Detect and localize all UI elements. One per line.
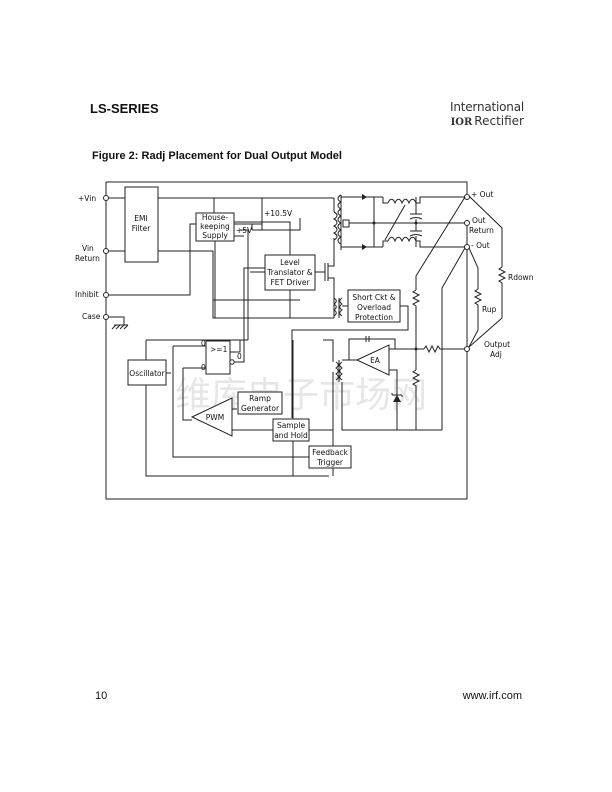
page-number: 10 <box>95 690 108 702</box>
gate-output-level: 0 <box>237 352 242 361</box>
svg-text:Filter: Filter <box>132 224 151 233</box>
logo-rectifier: Rectifier <box>474 114 524 128</box>
svg-text:Rup: Rup <box>482 305 497 314</box>
svg-text:Generator: Generator <box>241 404 280 413</box>
pin-case: Case <box>82 312 129 330</box>
fet-transistor <box>324 238 335 300</box>
svg-text:Rdown: Rdown <box>508 273 534 282</box>
zener-diode <box>391 393 403 402</box>
svg-text:+ Out: + Out <box>471 190 493 199</box>
svg-text:Overload: Overload <box>357 303 391 312</box>
svg-text:Out: Out <box>472 216 486 225</box>
gate-input1-level: 0 <box>201 339 206 348</box>
logo-line1: International <box>450 100 524 114</box>
svg-text:Protection: Protection <box>355 313 393 322</box>
inductor-top <box>387 196 467 205</box>
resistor-rdown: Rdown <box>468 195 534 348</box>
main-transformer <box>332 194 350 250</box>
feedback-capacitor <box>365 336 370 342</box>
pin-plus-out: + Out <box>464 190 493 200</box>
rectifier-section <box>341 194 467 250</box>
sample-and-hold-block: Sample and Hold <box>272 418 310 442</box>
outer-frame <box>105 181 468 500</box>
svg-text:Feedback: Feedback <box>312 448 348 457</box>
svg-text:Oscillator: Oscillator <box>129 369 165 378</box>
svg-text:Trigger: Trigger <box>316 458 344 467</box>
output-capacitors <box>409 197 423 247</box>
svg-text:Translator &: Translator & <box>266 268 312 277</box>
svg-text:House-: House- <box>202 213 229 222</box>
pin-minus-out: - Out <box>464 241 490 250</box>
svg-text:EMI: EMI <box>134 214 147 223</box>
sense-resistor <box>411 289 421 312</box>
logo-mark: IOR <box>450 117 473 128</box>
pin-vin-label: Vin <box>82 244 94 253</box>
svg-text:FET Driver: FET Driver <box>270 278 310 287</box>
oscillator-block: Oscillator <box>127 359 167 386</box>
website-link[interactable]: www.irf.com <box>462 690 522 702</box>
pin-out-return: Out Return <box>464 216 494 235</box>
svg-text:>=1: >=1 <box>210 345 228 354</box>
svg-text:PWM: PWM <box>206 413 224 422</box>
svg-text:- Out: - Out <box>471 241 490 250</box>
svg-text:and Hold: and Hold <box>274 431 308 440</box>
pin-vin-return: Vin Return <box>75 244 109 263</box>
gate-input2-level: 0 <box>201 363 206 372</box>
divider-resistor <box>411 349 421 430</box>
pin-inhibit-label: Inhibit <box>75 290 99 299</box>
series-title: LS-SERIES <box>90 101 159 116</box>
housekeeping-supply-block: House- keeping Supply <box>195 212 235 242</box>
svg-text:Ramp: Ramp <box>249 394 271 403</box>
pin-vin-plus-label: +Vin <box>78 194 96 203</box>
label-10-5v: +10.5V <box>264 209 293 218</box>
or-gate: >=1 0 0 0 <box>201 339 245 375</box>
svg-text:Return: Return <box>469 226 494 235</box>
level-translator-block: Level Translator & FET Driver <box>264 254 316 291</box>
figure-title: Figure 2: Radj Placement for Dual Output… <box>92 150 342 162</box>
svg-text:Adj: Adj <box>490 350 502 359</box>
pwm-comparator: PWM <box>190 397 233 437</box>
pin-vin-plus: +Vin <box>78 194 109 203</box>
svg-text:keeping: keeping <box>200 222 230 231</box>
svg-text:EA: EA <box>370 356 381 365</box>
emi-filter-block: EMI Filter <box>124 186 159 263</box>
svg-text:Output: Output <box>484 340 510 349</box>
svg-text:Short Ckt &: Short Ckt & <box>352 293 395 302</box>
error-amplifier: EA <box>355 336 464 430</box>
current-transformer <box>291 297 409 418</box>
pin-return-label: Return <box>75 254 100 263</box>
ramp-generator-block: Ramp Generator <box>237 391 283 415</box>
feedback-transformer <box>335 338 442 431</box>
svg-text:Supply: Supply <box>202 231 228 240</box>
feedback-trigger-block: Feedback Trigger <box>308 445 352 469</box>
pin-case-label: Case <box>82 312 101 321</box>
label-5v: +5V <box>236 226 253 235</box>
short-circuit-protection-block: Short Ckt & Overload Protection <box>347 289 401 323</box>
svg-text:Level: Level <box>280 258 300 267</box>
pin-output-adj: Output Adj <box>464 340 510 359</box>
resistor-rup: Rup <box>468 247 497 348</box>
inductor-bottom <box>387 236 467 248</box>
svg-text:Sample: Sample <box>277 421 306 430</box>
pin-inhibit: Inhibit <box>75 290 109 299</box>
